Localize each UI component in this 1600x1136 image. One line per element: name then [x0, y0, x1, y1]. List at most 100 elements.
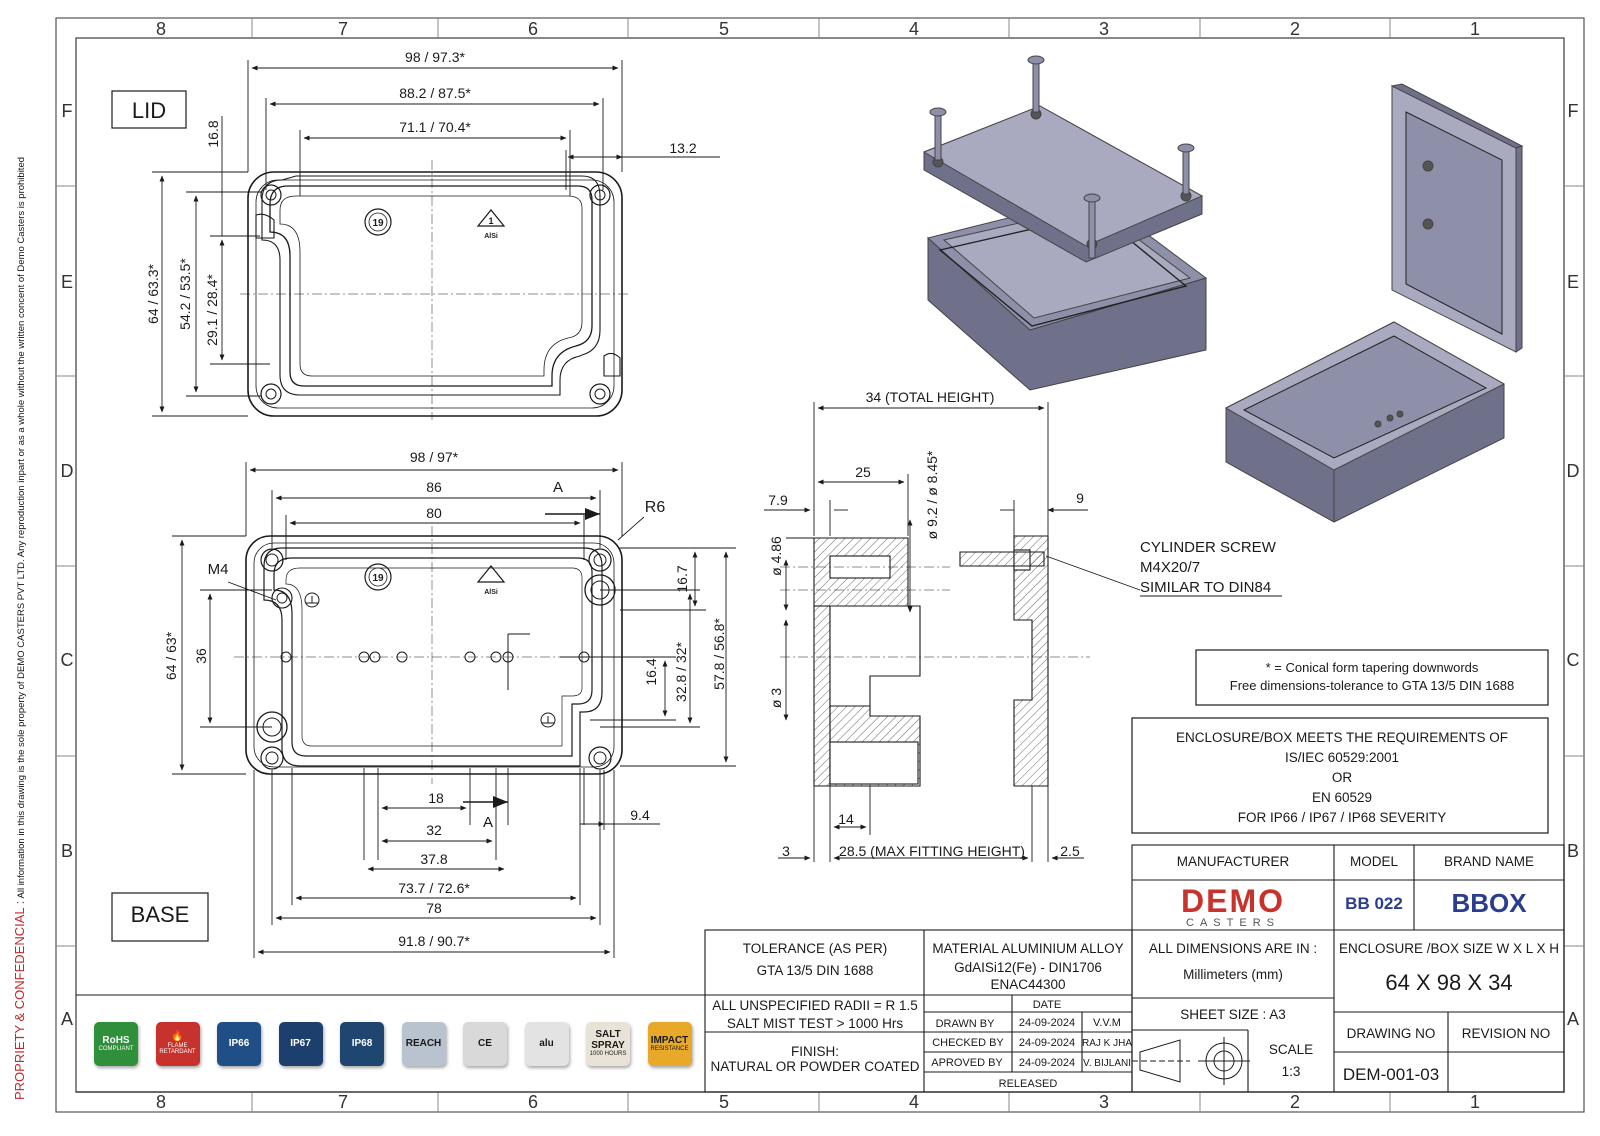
confidential-notice: PROPRIETY & CONFEDENCIAL : All informati…	[12, 100, 28, 1100]
svg-text:DRAWN BY: DRAWN BY	[936, 1018, 996, 1030]
svg-text:98 / 97.3*: 98 / 97.3*	[405, 49, 465, 65]
badge-title: REACH	[405, 1037, 442, 1049]
title-block-grid	[76, 844, 1565, 1093]
lid-dimensions	[152, 60, 720, 417]
svg-text:24-09-2024: 24-09-2024	[1019, 1057, 1075, 1069]
svg-text:Millimeters (mm): Millimeters (mm)	[1183, 967, 1283, 982]
svg-text:64 / 63.3*: 64 / 63.3*	[145, 263, 161, 323]
grid-row-left: B	[61, 841, 73, 861]
badge-title: alu	[539, 1037, 554, 1049]
svg-text:18: 18	[428, 790, 444, 806]
svg-text:BB 022: BB 022	[1345, 894, 1403, 913]
svg-text:EN 60529: EN 60529	[1312, 790, 1372, 805]
svg-text:AlSi: AlSi	[484, 589, 498, 596]
svg-text:BBOX: BBOX	[1451, 888, 1527, 918]
svg-text:APROVED BY: APROVED BY	[931, 1057, 1003, 1069]
svg-text:RELEASED: RELEASED	[999, 1078, 1058, 1090]
base-marker: 19 AlSi	[372, 573, 497, 596]
badge-subtitle: RESISTANCE	[650, 1046, 689, 1053]
svg-text:88.2 / 87.5*: 88.2 / 87.5*	[399, 85, 471, 101]
grid-col-bottom: 2	[1290, 1092, 1300, 1112]
svg-text:ø 4.86: ø 4.86	[768, 536, 784, 576]
badge-subtitle: COMPLIANT	[98, 1046, 134, 1053]
exploded-3d-view	[922, 55, 1208, 391]
svg-text:3: 3	[782, 843, 790, 859]
grid-row-right: B	[1567, 841, 1579, 861]
grid-col-top: 4	[909, 19, 919, 39]
svg-text:ø 9.2 / ø 8.45*: ø 9.2 / ø 8.45*	[924, 450, 940, 539]
svg-text:24-09-2024: 24-09-2024	[1019, 1017, 1075, 1029]
grid-row-left: A	[61, 1009, 73, 1029]
svg-text:MATERIAL ALUMINIUM ALLOY: MATERIAL ALUMINIUM ALLOY	[932, 941, 1123, 956]
grid-column-labels: 8 7 6 5 4 3 2 1 8 7 6 5 4 3 2 1	[156, 19, 1480, 1112]
section-centerlines	[780, 566, 1090, 658]
svg-text:ENCLOSURE/BOX MEETS THE REQUIR: ENCLOSURE/BOX MEETS THE REQUIREMENTS OF	[1176, 730, 1508, 745]
svg-text:R6: R6	[645, 499, 666, 516]
svg-text:34 (TOTAL HEIGHT): 34 (TOTAL HEIGHT)	[866, 389, 995, 405]
svg-text:73.7 / 72.6*: 73.7 / 72.6*	[398, 880, 470, 896]
grid-col-top: 8	[156, 19, 166, 39]
lid-marker: 19 1 AlSi	[372, 216, 497, 240]
grid-row-left: D	[61, 461, 74, 481]
svg-text:NATURAL OR POWDER COATED: NATURAL OR POWDER COATED	[710, 1059, 919, 1074]
ip67-badge: IP67	[278, 1022, 323, 1066]
badge-title: CE	[478, 1037, 492, 1049]
projection-symbol	[1132, 1037, 1250, 1085]
screw-callout: CYLINDER SCREW M4X20/7 SIMILAR TO DIN84	[1140, 539, 1282, 597]
svg-text:M4: M4	[208, 561, 229, 578]
svg-text:ENAC44300: ENAC44300	[990, 977, 1065, 992]
section-view	[813, 535, 1049, 787]
svg-text:DATE: DATE	[1033, 999, 1062, 1011]
ip68-badge: IP68	[340, 1022, 384, 1066]
svg-text:86: 86	[426, 479, 442, 495]
svg-text:37.8: 37.8	[420, 851, 447, 867]
svg-text:REVISION NO: REVISION NO	[1462, 1026, 1551, 1041]
badge-subtitle: FLAME RETARDANT	[159, 1042, 196, 1056]
badge-subtitle: 1000 HOURS	[589, 1051, 627, 1058]
svg-text:FOR IP66 / IP67 / IP68 SEVERIT: FOR IP66 / IP67 / IP68 SEVERITY	[1238, 810, 1447, 825]
svg-text:CASTERS: CASTERS	[1186, 917, 1280, 929]
svg-text:ENCLOSURE /BOX SIZE W X L X H: ENCLOSURE /BOX SIZE W X L X H	[1339, 941, 1559, 956]
svg-text:57.8 / 56.8*: 57.8 / 56.8*	[711, 618, 727, 690]
grid-col-bottom: 4	[909, 1092, 919, 1112]
reach-badge: REACH	[401, 1022, 446, 1066]
svg-text:DEMO: DEMO	[1181, 883, 1285, 919]
grid-col-bottom: 6	[528, 1092, 538, 1112]
svg-text:SIMILAR TO DIN84: SIMILAR TO DIN84	[1140, 579, 1271, 596]
base-label-frame	[111, 892, 209, 942]
lid-view	[111, 90, 630, 420]
badge-title: 🔥	[171, 1031, 184, 1043]
svg-text:64 X 98 X 34: 64 X 98 X 34	[1385, 970, 1512, 995]
svg-text:TOLERANCE (AS PER): TOLERANCE (AS PER)	[743, 941, 888, 956]
grid-col-top: 2	[1290, 19, 1300, 39]
section-dimension-text: 34 (TOTAL HEIGHT) 25 7.9 ø 4.86 ø 9.2 / …	[768, 389, 1084, 859]
svg-text:Free dimensions-tolerance to G: Free dimensions-tolerance to GTA 13/5 DI…	[1230, 678, 1514, 693]
svg-text:GdAISi12(Fe) - DIN1706: GdAISi12(Fe) - DIN1706	[954, 960, 1102, 975]
grid-row-right: E	[1567, 272, 1579, 292]
base-view	[234, 526, 630, 784]
svg-text:CHECKED BY: CHECKED BY	[932, 1037, 1004, 1049]
grid-row-right: A	[1567, 1009, 1579, 1029]
grid-ticks	[56, 18, 1584, 1112]
requirements-note: ENCLOSURE/BOX MEETS THE REQUIREMENTS OF …	[1176, 730, 1508, 825]
svg-text:AlSi: AlSi	[484, 233, 498, 240]
svg-text:A: A	[553, 479, 563, 496]
badge-title: IP68	[351, 1037, 373, 1049]
svg-text:25: 25	[855, 464, 871, 480]
base-dimension-text: 98 / 97* 86 A 80 R6 M4 64 / 63* 36 16.7 …	[163, 449, 727, 949]
svg-text:* = Conical form tapering down: * = Conical form tapering downwords	[1266, 660, 1479, 675]
grid-col-top: 6	[528, 19, 538, 39]
svg-text:71.1 / 70.4*: 71.1 / 70.4*	[399, 119, 471, 135]
title-block-text: MANUFACTURER MODEL BRAND NAME DEMO CASTE…	[710, 854, 1559, 1090]
grid-row-left: F	[62, 101, 73, 121]
svg-text:ALL DIMENSIONS ARE IN :: ALL DIMENSIONS ARE IN :	[1149, 941, 1317, 956]
lid-dimension-text: 98 / 97.3* 88.2 / 87.5* 71.1 / 70.4* 13.…	[145, 49, 697, 346]
grid-col-bottom: 8	[156, 1092, 166, 1112]
svg-text:91.8 / 90.7*: 91.8 / 90.7*	[398, 933, 470, 949]
grid-col-top: 1	[1470, 19, 1480, 39]
section-dimensions	[764, 402, 1141, 862]
